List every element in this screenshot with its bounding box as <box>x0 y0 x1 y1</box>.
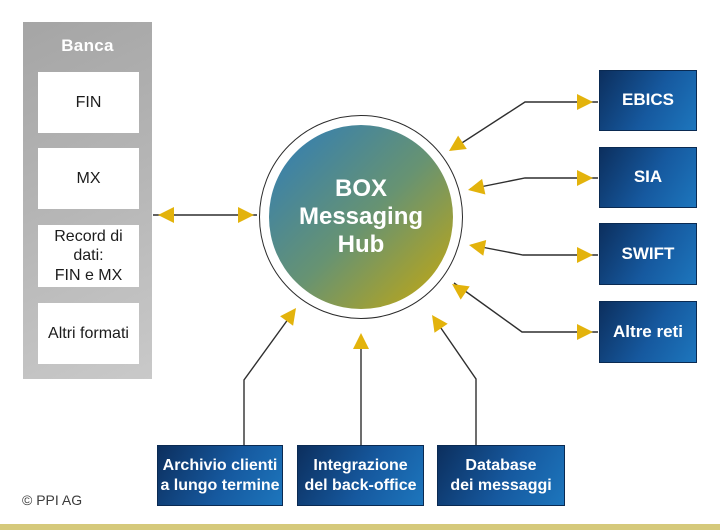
bank-format-altri-formati: Altri formati <box>38 303 139 364</box>
system-box-integrazione-back-office: Integrazione del back-office <box>297 445 424 506</box>
footer-accent-bar <box>0 524 720 530</box>
connector-hub-ebics <box>449 94 598 151</box>
bank-format-mx: MX <box>38 148 139 209</box>
connector-archivio-hub <box>243 308 296 445</box>
connector-integrazione-hub <box>353 333 369 445</box>
bank-panel: Banca FIN MX Record di dati: FIN e MX Al… <box>23 22 152 379</box>
connector-database-hub <box>432 315 477 445</box>
hub-circle: BOX Messaging Hub <box>269 125 453 309</box>
copyright-text: © PPI AG <box>22 492 83 508</box>
system-box-archivio-clienti: Archivio clienti a lungo termine <box>157 445 283 506</box>
network-box-altre-reti: Altre reti <box>599 301 697 363</box>
hub-label: BOX Messaging Hub <box>298 174 424 259</box>
connector-hub-swift <box>469 240 598 263</box>
connector-bank-hub <box>153 207 257 223</box>
bank-format-record-di-dati: Record di dati: FIN e MX <box>38 225 139 287</box>
bank-panel-title: Banca <box>61 36 114 55</box>
connector-hub-altre-reti <box>452 282 598 340</box>
network-box-sia: SIA <box>599 147 697 208</box>
connector-hub-sia <box>468 170 598 195</box>
system-box-database-messaggi: Database dei messaggi <box>437 445 565 506</box>
network-box-swift: SWIFT <box>599 223 697 285</box>
bank-format-fin: FIN <box>38 72 139 133</box>
network-box-ebics: EBICS <box>599 70 697 131</box>
